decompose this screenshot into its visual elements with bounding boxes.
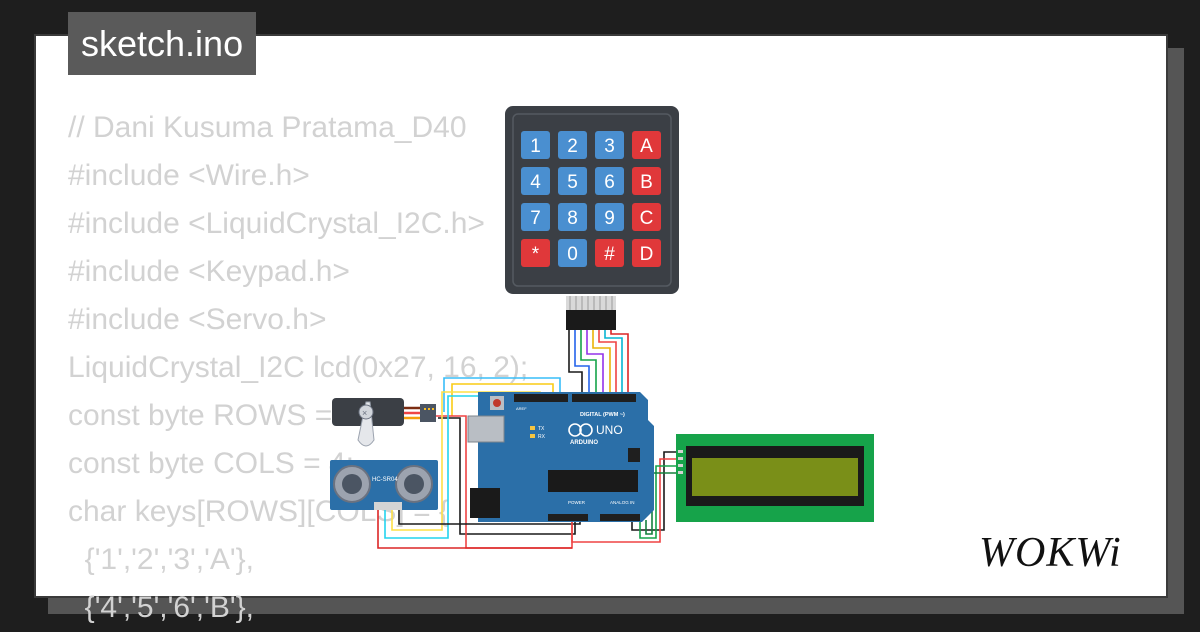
keypad-key-6[interactable]: 6	[595, 167, 624, 195]
usb-port-icon	[467, 415, 505, 443]
keypad-ribbon	[566, 296, 616, 310]
keypad-key-d[interactable]: D	[632, 239, 661, 267]
code-line: #include <Wire.h>	[68, 159, 310, 192]
power-label: POWER	[568, 500, 586, 505]
keypad-key-1[interactable]: 1	[521, 131, 550, 159]
keypad-key-star[interactable]: *	[521, 239, 550, 267]
rx-label: RX	[538, 434, 546, 440]
keypad-key-8[interactable]: 8	[558, 203, 587, 231]
servo-connector	[420, 404, 436, 422]
lcd-screen	[692, 458, 858, 496]
code-line: {'4','5','6','B'},	[68, 591, 254, 624]
servo-motor[interactable]: ×	[332, 398, 436, 447]
digital-label: DIGITAL (PWM ~)	[580, 412, 625, 418]
code-line: #include <LiquidCrystal_I2C.h>	[68, 207, 485, 240]
power-jack-icon	[470, 488, 500, 518]
keypad-key-7[interactable]: 7	[521, 203, 550, 231]
keypad-4x4[interactable]: 1 2 3 A 4 5 6 B 7 8 9 C * 0 # D	[505, 106, 679, 330]
code-line: #include <Servo.h>	[68, 303, 327, 336]
svg-text:2: 2	[567, 136, 578, 157]
keypad-key-2[interactable]: 2	[558, 131, 587, 159]
sketch-title-tab[interactable]: sketch.ino	[68, 12, 257, 75]
svg-text:#: #	[604, 244, 615, 265]
svg-text:8: 8	[567, 208, 578, 229]
svg-text:9: 9	[604, 208, 615, 229]
svg-text:5: 5	[567, 172, 578, 193]
svg-text:4: 4	[530, 172, 541, 193]
svg-text:*: *	[532, 244, 540, 265]
keypad-key-3[interactable]: 3	[595, 131, 624, 159]
svg-text:C: C	[640, 208, 654, 229]
code-line: #include <Keypad.h>	[68, 255, 350, 288]
keypad-key-0[interactable]: 0	[558, 239, 587, 267]
wokwi-logo: WOKWi	[979, 530, 1122, 576]
svg-text:D: D	[640, 244, 654, 265]
analog-label: ANALOG IN	[610, 500, 635, 505]
code-line: {'1','2','3','A'},	[68, 543, 254, 576]
keypad-keys[interactable]: 1 2 3 A 4 5 6 B 7 8 9 C * 0 # D	[521, 131, 661, 267]
arduino-label: ARDUINO	[570, 440, 598, 446]
keypad-key-5[interactable]: 5	[558, 167, 587, 195]
code-line: const byte COLS = 4;	[68, 447, 354, 480]
arduino-uno-board[interactable]: AREF DIGITAL (PWM ~) UNO ARDUINO TX RX P…	[467, 392, 654, 522]
code-line: const byte ROWS = 4;	[68, 399, 366, 432]
keypad-key-4[interactable]: 4	[521, 167, 550, 195]
code-preview: // Dani Kusuma Pratama_D40 #include <Wire…	[68, 104, 528, 632]
ultrasonic-sensor[interactable]: HC-SR04	[330, 460, 438, 510]
keypad-key-c[interactable]: C	[632, 203, 661, 231]
uno-label: UNO	[596, 423, 623, 437]
reset-button[interactable]	[493, 399, 501, 407]
keypad-key-a[interactable]: A	[632, 131, 661, 159]
svg-text:7: 7	[530, 208, 541, 229]
lcd-16x2-display[interactable]	[676, 434, 874, 522]
atmega-chip	[548, 470, 638, 492]
code-line: LiquidCrystal_I2C lcd(0x27, 16, 2);	[68, 351, 529, 384]
svg-text:A: A	[640, 136, 653, 157]
keypad-header-pins	[566, 310, 616, 330]
svg-text:1: 1	[530, 136, 541, 157]
svg-text:×: ×	[362, 408, 367, 418]
svg-text:3: 3	[604, 136, 615, 157]
keypad-key-b[interactable]: B	[632, 167, 661, 195]
code-line: // Dani Kusuma Pratama_D40	[68, 111, 467, 144]
svg-text:B: B	[640, 172, 653, 193]
tx-label: TX	[538, 426, 545, 432]
sensor-label: HC-SR04	[372, 477, 398, 483]
svg-text:0: 0	[567, 244, 578, 265]
aref-label: AREF	[516, 406, 527, 411]
keypad-key-9[interactable]: 9	[595, 203, 624, 231]
svg-text:6: 6	[604, 172, 615, 193]
wokwi-logo-text: WOKWi	[979, 530, 1122, 576]
keypad-key-hash[interactable]: #	[595, 239, 624, 267]
